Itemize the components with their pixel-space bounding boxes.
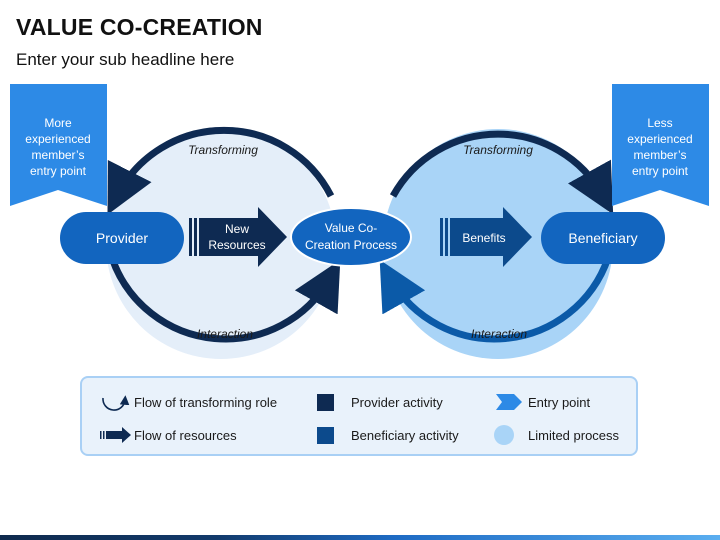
- right-entry-line-1: Less: [647, 116, 672, 130]
- new-resources-line-1: New: [225, 222, 249, 236]
- process-label-line-1: Value Co-: [325, 221, 377, 235]
- legend-flow-transforming-label: Flow of transforming role: [134, 394, 278, 410]
- page-title: VALUE CO-CREATION: [16, 14, 263, 40]
- new-resources-arrow: New Resources: [189, 207, 287, 267]
- legend-beneficiary-activity-label: Beneficiary activity: [351, 427, 459, 443]
- legend-provider-activity: Provider activity: [317, 390, 443, 414]
- beneficiary-activity-swatch: [317, 426, 334, 444]
- limited-process-swatch: [494, 425, 514, 445]
- right-interaction-label: Interaction: [471, 327, 527, 341]
- right-interaction-arc: [379, 256, 612, 343]
- right-entry-line-2: experienced: [627, 132, 692, 146]
- legend-limited-process: Limited process: [494, 423, 619, 447]
- left-transforming-label: Transforming: [188, 143, 258, 157]
- curved-arrow-icon: [100, 392, 134, 412]
- right-transforming-arc: [389, 130, 614, 215]
- legend-flow-resources: Flow of resources: [100, 423, 237, 447]
- right-transforming-label: Transforming: [463, 143, 533, 157]
- left-interaction-label: Interaction: [197, 327, 253, 341]
- provider-activity-swatch: [317, 393, 334, 411]
- left-entry-line-1: More: [44, 116, 72, 130]
- process-node: Value Co- Creation Process: [290, 207, 412, 267]
- right-entry-line-4: entry point: [632, 164, 689, 178]
- chevron-icon: [494, 393, 528, 411]
- benefits-label: Benefits: [462, 231, 505, 245]
- legend-limited-process-label: Limited process: [528, 427, 620, 443]
- page-subtitle: Enter your sub headline here: [16, 50, 235, 69]
- legend-provider-activity-label: Provider activity: [351, 394, 443, 410]
- new-resources-line-2: Resources: [208, 238, 265, 252]
- beneficiary-label: Beneficiary: [568, 230, 637, 246]
- left-entry-line-4: entry point: [30, 164, 87, 178]
- beneficiary-node: Beneficiary: [541, 212, 665, 264]
- left-entry-line-3: member’s: [32, 148, 85, 162]
- block-arrow-icon: [100, 425, 134, 445]
- legend-flow-transforming: Flow of transforming role: [100, 390, 277, 414]
- benefits-arrow: Benefits: [440, 207, 532, 267]
- left-entry-line-2: experienced: [25, 132, 90, 146]
- right-entry-point: Less experienced member’s entry point: [612, 84, 709, 206]
- left-entry-point: More experienced member’s entry point: [10, 84, 107, 206]
- right-entry-line-3: member’s: [634, 148, 687, 162]
- legend-entry-point-label: Entry point: [528, 394, 591, 410]
- left-interaction-arc: [108, 256, 341, 343]
- legend-beneficiary-activity: Beneficiary activity: [317, 423, 459, 447]
- left-transforming-arc: [107, 126, 335, 215]
- legend-panel: Flow of transforming role Flow of resour…: [80, 376, 638, 456]
- bottom-accent-bar: [0, 535, 720, 540]
- provider-node: Provider: [60, 212, 184, 264]
- provider-label: Provider: [96, 230, 148, 246]
- legend-flow-resources-label: Flow of resources: [134, 427, 237, 443]
- legend-entry-point: Entry point: [494, 390, 590, 414]
- process-label-line-2: Creation Process: [305, 238, 397, 252]
